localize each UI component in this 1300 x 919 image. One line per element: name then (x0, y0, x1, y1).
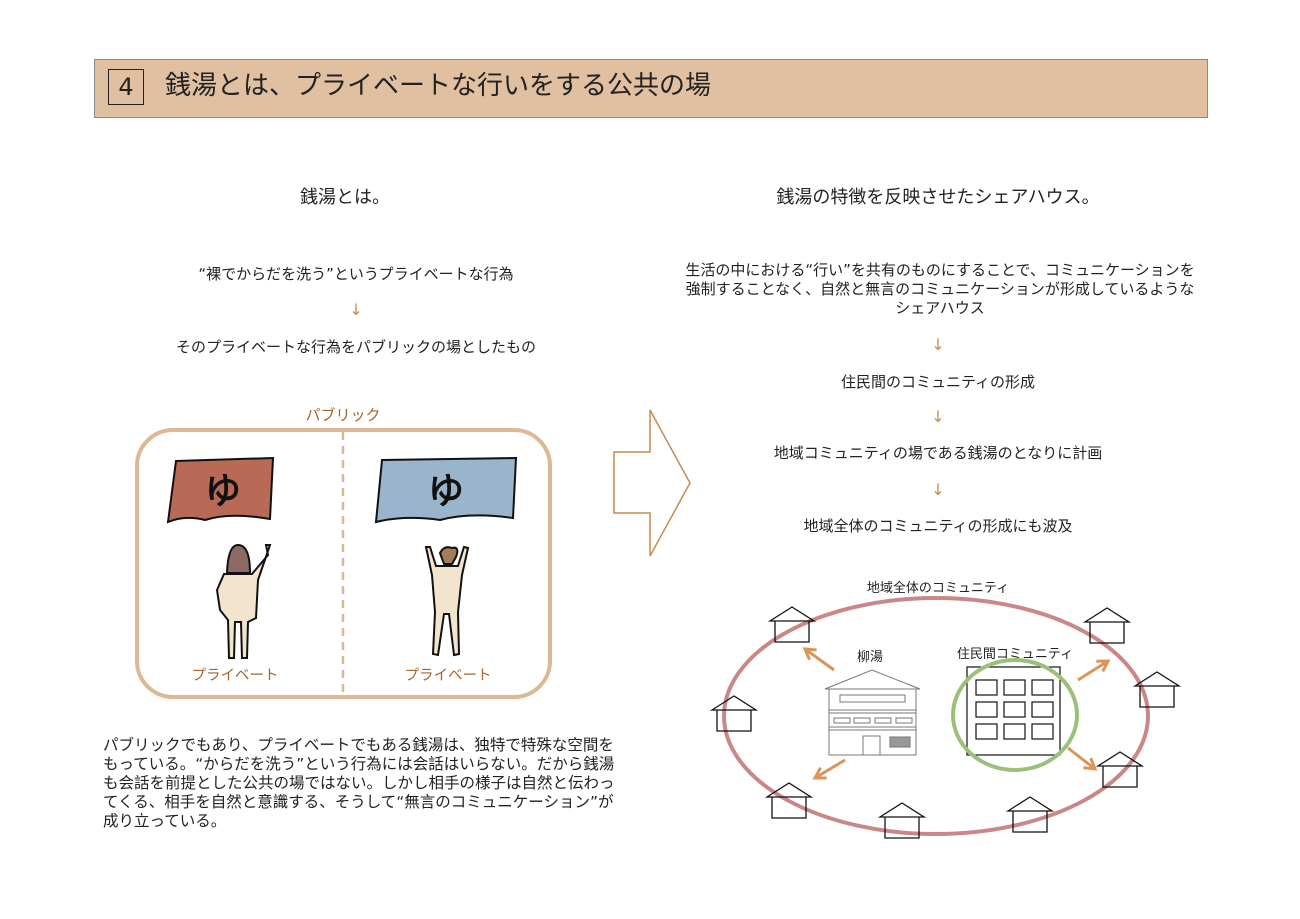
house-icon (1082, 607, 1132, 644)
apartment-window (975, 679, 998, 696)
apartment-window (1031, 723, 1054, 740)
apartment-window (1003, 679, 1026, 696)
house-icon (1005, 796, 1055, 833)
man-figure (424, 545, 470, 657)
left-paragraph: パブリックでもあり、プライベートでもある銭湯は、独特で特殊な空間をもっている。“… (103, 736, 615, 830)
blue-noren-banner (374, 456, 518, 524)
down-arrow: ↓ (931, 480, 945, 499)
step-2: 地域コミュニティの場である銭湯のとなりに計画 (773, 444, 1103, 462)
house-icon (1132, 671, 1182, 708)
banner-glyph-right: ゆ (428, 471, 464, 512)
apartment-window (1003, 701, 1026, 718)
down-arrow: ↓ (349, 300, 363, 319)
left-line1: “裸でからだを洗う”というプライベートな行為 (198, 265, 514, 283)
right-heading: 銭湯の特徴を反映させたシェアハウス。 (776, 187, 1100, 208)
private-label-right: プライベート (404, 668, 492, 684)
house-icon (709, 695, 759, 732)
big-right-arrow (613, 409, 691, 557)
bathhouse-building (824, 669, 921, 756)
resident-community-ring (951, 658, 1079, 772)
bathhouse-label: 柳湯 (856, 650, 883, 665)
outer-community-label: 地域全体のコミュニティ (866, 581, 1010, 596)
step-3: 地域全体のコミュニティの形成にも波及 (803, 517, 1073, 535)
right-paragraph: 生活の中における“行い”を共有のものにすることで、コミュニケーションを強制するこ… (685, 261, 1195, 317)
apartment-window (975, 701, 998, 718)
apartment-window (1031, 701, 1054, 718)
house-icon (764, 782, 814, 819)
section-number: 4 (108, 69, 144, 105)
step-1: 住民間のコミュニティの形成 (840, 373, 1036, 391)
resident-community-label: 住民間コミュニティ (956, 647, 1074, 662)
public-frame (135, 428, 552, 699)
spread-arrow-icon (1077, 659, 1111, 682)
left-line2: そのプライベートな行為をパブリックの場としたもの (175, 338, 536, 356)
house-icon (1095, 751, 1145, 788)
section-header: 4 銭湯とは、プライベートな行いをする公共の場 (94, 59, 1208, 118)
outer-community-ring (722, 596, 1150, 836)
apartment-window (975, 723, 998, 740)
spread-arrow-icon (802, 647, 835, 672)
spread-arrows (802, 647, 1111, 780)
apartment-window (1031, 679, 1054, 696)
banner-glyph-left: ゆ (205, 471, 241, 512)
down-arrow: ↓ (931, 335, 945, 354)
spread-arrow-icon (812, 758, 846, 780)
section-title: 銭湯とは、プライベートな行いをする公共の場 (165, 71, 712, 101)
house-icon (877, 802, 927, 839)
apartment-window (1003, 723, 1026, 740)
houses (709, 606, 1182, 839)
private-label-left: プライベート (191, 668, 279, 684)
red-noren-banner (166, 456, 275, 524)
house-icon (767, 606, 817, 643)
left-heading: 銭湯とは。 (300, 187, 390, 208)
woman-figure (215, 543, 272, 659)
down-arrow: ↓ (931, 407, 945, 426)
public-label: パブリック (305, 406, 381, 424)
spread-arrow-icon (1067, 746, 1098, 771)
apartment-building (966, 666, 1061, 756)
